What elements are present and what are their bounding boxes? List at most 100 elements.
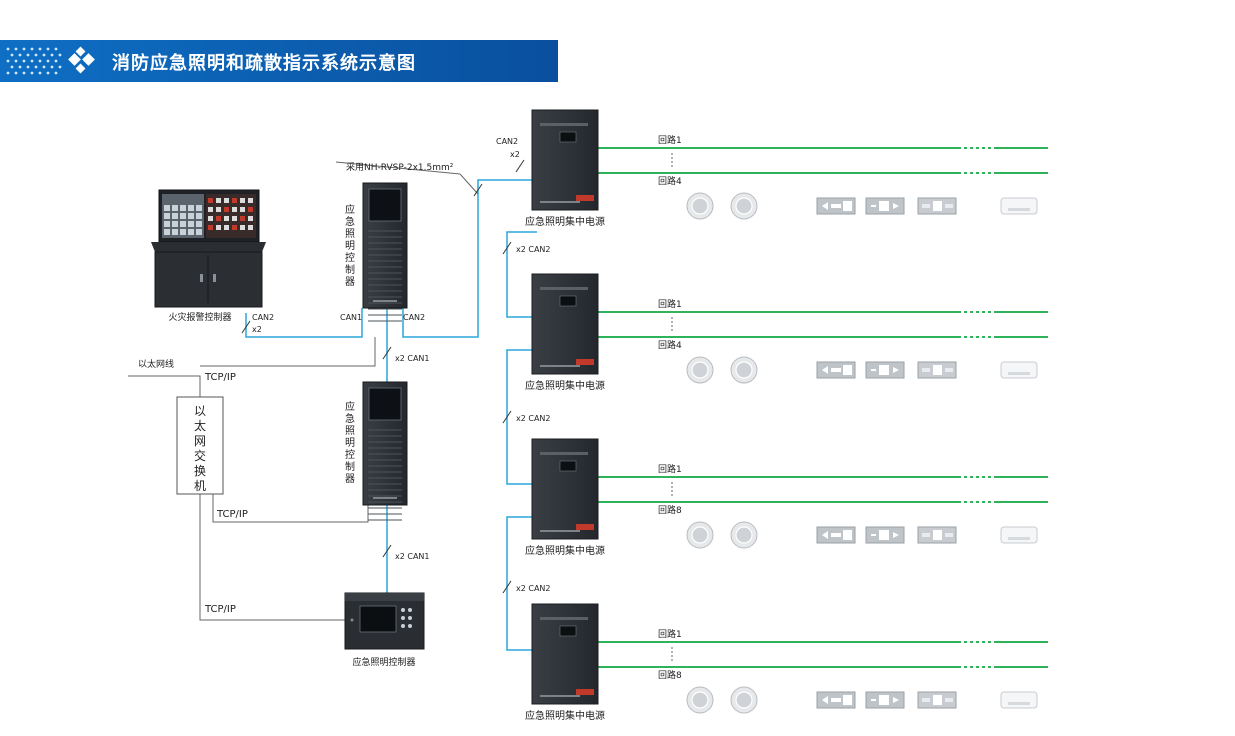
power-unit-label: 应急照明集中电源 [525, 544, 605, 557]
wall-lamp-icon [1000, 526, 1038, 544]
power-unit [531, 109, 599, 211]
tcpip-label-3: TCP/IP [204, 604, 236, 615]
pendant-lamp-icon [730, 356, 758, 384]
can2-alarm-to-controller-line [245, 308, 363, 338]
power-unit-badge [576, 195, 594, 201]
x2-slash [515, 159, 525, 173]
exit-sign-left-icon [816, 361, 856, 379]
svg-text:以: 以 [194, 404, 206, 418]
power-unit [531, 273, 599, 375]
svg-text:机: 机 [194, 479, 206, 493]
loop-label-a: 回路1 [658, 134, 682, 146]
svg-text:应: 应 [345, 203, 355, 216]
tcpip-label-1: TCP/IP [204, 372, 236, 383]
x2-can1-label-lower: x2 CAN1 [395, 552, 430, 561]
can2-label-top: CAN2 [496, 137, 518, 146]
svg-text:照: 照 [345, 228, 355, 240]
fire-alarm-label: 火灾报警控制器 [168, 311, 231, 323]
loop-label-a: 回路1 [658, 298, 682, 310]
cable-slash [473, 183, 483, 197]
x2-can2-label-1: x2 CAN2 [516, 245, 551, 254]
controller-screen [368, 387, 402, 421]
tcpip-label-2: TCP/IP [216, 509, 248, 520]
can2-power3-to-power4-line [506, 516, 537, 651]
ethernet-switch [176, 396, 224, 495]
can2-label-controller: CAN2 [403, 313, 425, 322]
svg-text:控: 控 [345, 448, 355, 461]
svg-text:太: 太 [194, 418, 206, 433]
controller-top-vertical-label: 应急照明控制器 [345, 203, 355, 288]
title-dots-pattern [6, 46, 95, 75]
pendant-lamp-icon [686, 356, 714, 384]
svg-text:急: 急 [345, 215, 355, 228]
ethernet-line [128, 375, 201, 397]
power-unit-badge [576, 524, 594, 530]
x2-slash [382, 544, 392, 558]
tcpip-switch-to-panel-line [199, 494, 345, 621]
pendant-lamp-icon [686, 192, 714, 220]
exit-sign-left-icon [816, 691, 856, 709]
svg-text:照: 照 [345, 425, 355, 437]
x2-label-alarm: x2 [252, 325, 262, 334]
wall-lamp-icon [1000, 361, 1038, 379]
svg-text:控: 控 [345, 251, 355, 264]
can2-label-alarm: CAN2 [252, 313, 274, 322]
pendant-lamp-icon [730, 192, 758, 220]
x2-can2-label-2: x2 CAN2 [516, 414, 551, 423]
loop-label-b: 回路4 [658, 175, 682, 187]
svg-text:器: 器 [345, 276, 355, 288]
x2-slash [502, 580, 512, 594]
exit-sign-left-icon [816, 526, 856, 544]
emergency-lighting-controller-middle [362, 381, 408, 521]
loop-label-a: 回路1 [658, 463, 682, 475]
svg-text:制: 制 [345, 263, 355, 276]
exit-sign-icon [917, 526, 957, 544]
x2-can1-label-upper: x2 CAN1 [395, 354, 430, 363]
floor-2f-sign-icon [865, 526, 905, 544]
power-unit-label: 应急照明集中电源 [525, 709, 605, 722]
svg-text:器: 器 [345, 473, 355, 485]
pendant-lamp-icon [730, 686, 758, 714]
page-title: 消防应急照明和疏散指示系统示意图 [112, 53, 416, 74]
emergency-lighting-controller-top [362, 182, 408, 322]
svg-text:急: 急 [345, 412, 355, 425]
loop-label-b: 回路8 [658, 504, 682, 516]
controller-panel-label: 应急照明控制器 [352, 656, 415, 668]
power-unit-display [559, 460, 577, 472]
wall-lamp-icon [1000, 197, 1038, 215]
loop-label-b: 回路4 [658, 339, 682, 351]
power-unit [531, 603, 599, 705]
pendant-lamp-icon [686, 686, 714, 714]
power-unit-label: 应急照明集中电源 [525, 379, 605, 392]
floor-2f-sign-icon [865, 691, 905, 709]
x2-slash [502, 241, 512, 255]
svg-text:网: 网 [194, 434, 206, 448]
power-unit-display [559, 625, 577, 637]
x2-slash [382, 346, 392, 360]
tcpip-switch-to-controller-line [200, 337, 376, 367]
svg-text:换: 换 [194, 464, 206, 478]
svg-text:应: 应 [345, 400, 355, 413]
exit-sign-icon [917, 691, 957, 709]
power-unit-badge [576, 359, 594, 365]
x2-slash [502, 410, 512, 424]
exit-sign-icon [917, 197, 957, 215]
wall-lamp-icon [1000, 691, 1038, 709]
cable-leader-line [459, 173, 479, 195]
power-unit-label: 应急照明集中电源 [525, 215, 605, 228]
svg-text:明: 明 [345, 437, 355, 449]
power-unit-display [559, 131, 577, 143]
cable-spec-label: 采用NH-RVSP-2x1.5mm² [346, 162, 454, 173]
power-unit-badge [576, 689, 594, 695]
can1-label-controller: CAN1 [340, 313, 362, 322]
loop-label-a: 回路1 [658, 628, 682, 640]
x2-can2-label-3: x2 CAN2 [516, 584, 551, 593]
can2-power1-to-power2-line [506, 231, 537, 318]
controller-screen [368, 188, 402, 222]
exit-sign-left-icon [816, 197, 856, 215]
can2-controller-to-power-line [402, 179, 537, 338]
x2-slash [241, 320, 251, 334]
power-unit-display [559, 295, 577, 307]
emergency-lighting-controller-panel [344, 592, 425, 650]
